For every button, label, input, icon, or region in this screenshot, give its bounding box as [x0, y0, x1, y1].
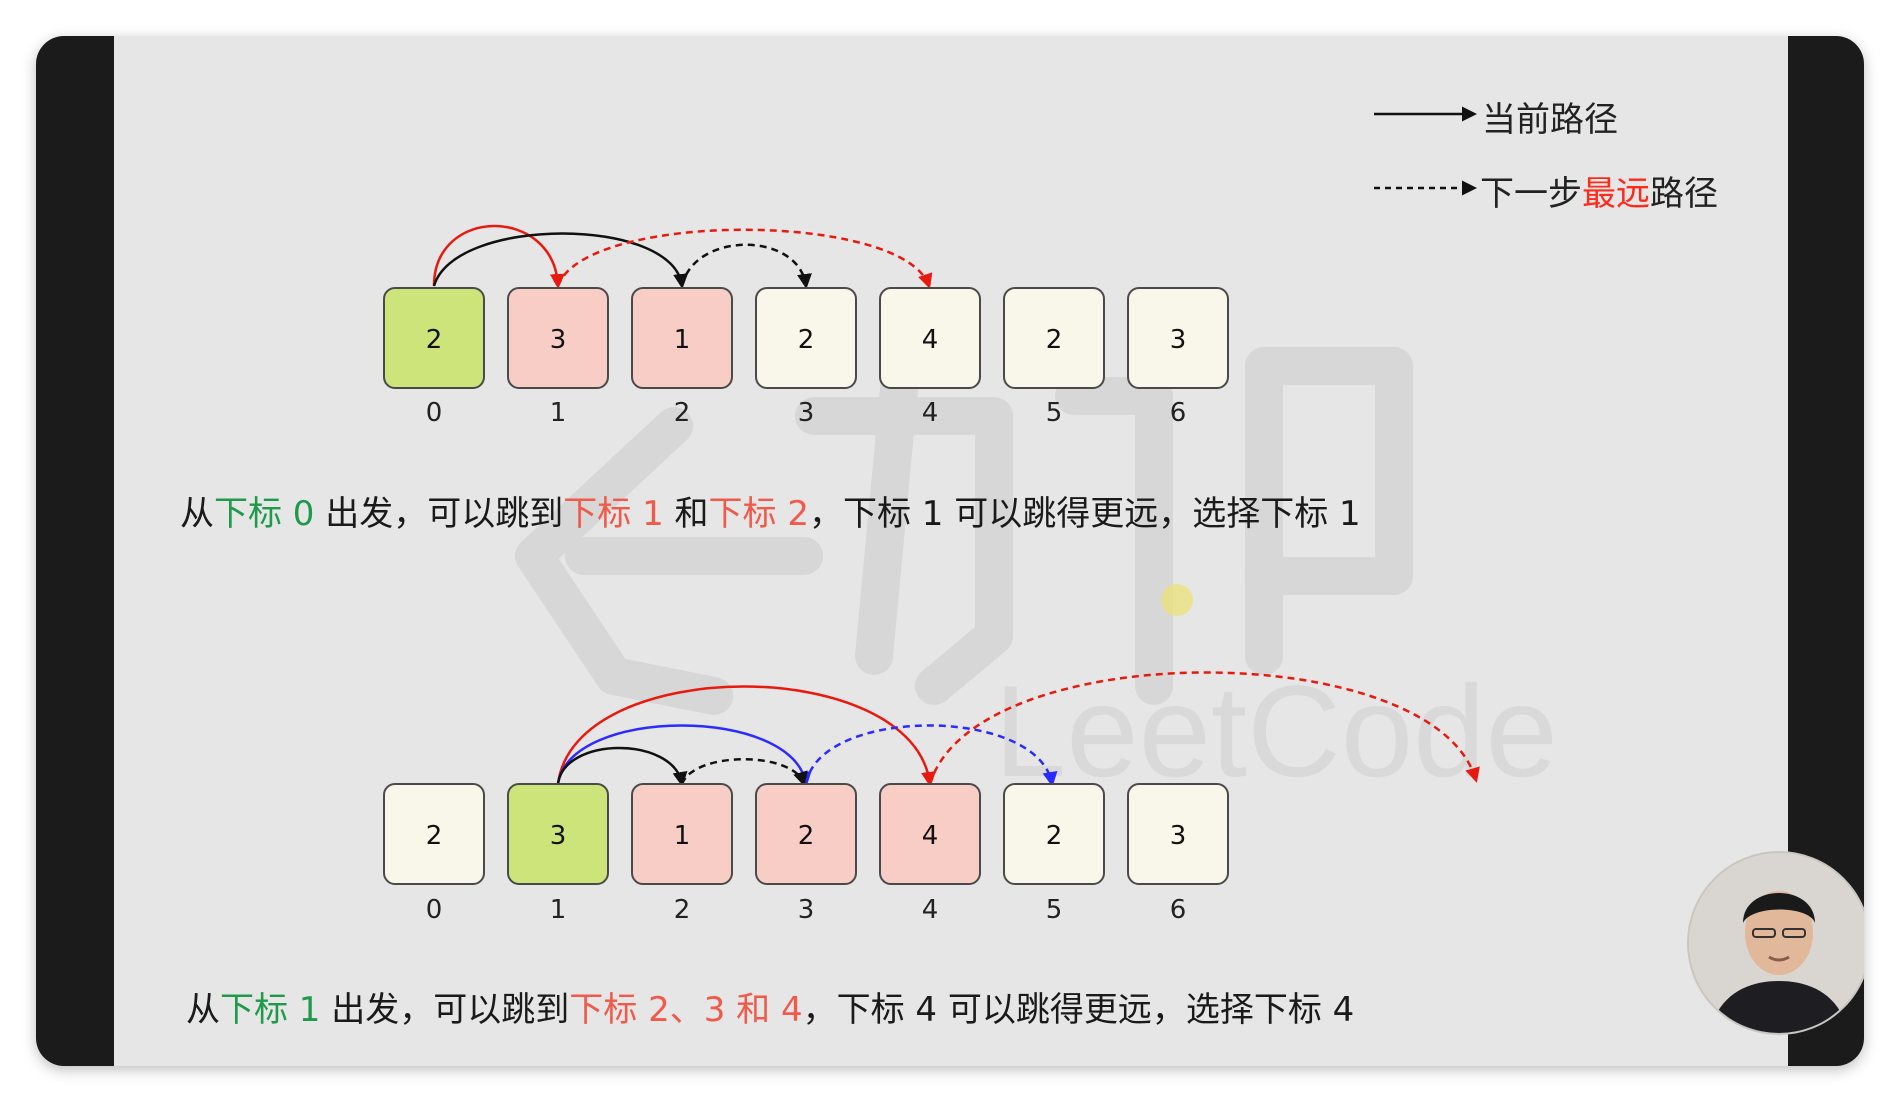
bottom-index: 0	[426, 895, 443, 925]
top-cell: 25	[1003, 287, 1105, 428]
top-index: 0	[426, 398, 443, 428]
top-array: 20 31 12 23 44 25 36	[383, 287, 1229, 428]
top-value: 2	[1046, 325, 1063, 355]
top-box	[1127, 287, 1229, 389]
video-window: LeetCode	[36, 36, 1864, 1066]
presenter-avatar	[1687, 851, 1864, 1035]
top-cell: 36	[1127, 287, 1229, 428]
legend-next-prefix: 下一步	[1480, 174, 1582, 214]
bottom-box	[1003, 783, 1105, 885]
bottom-value: 2	[1046, 821, 1063, 851]
top-value: 3	[1170, 325, 1187, 355]
top-dashed-2-to-3	[680, 243, 812, 289]
bottom-value: 1	[674, 821, 691, 851]
bottom-value: 2	[426, 821, 443, 851]
top-value: 2	[798, 325, 815, 355]
bottom-box	[507, 783, 609, 885]
caption-text: 从	[186, 990, 220, 1030]
bottom-box	[383, 783, 485, 885]
bottom-index: 2	[674, 895, 691, 925]
top-cell: 31	[507, 287, 609, 428]
caption-start-index: 下标 1	[220, 990, 321, 1030]
top-box	[631, 287, 733, 389]
top-value: 2	[426, 325, 443, 355]
bottom-value: 3	[550, 821, 567, 851]
bottom-cell: 36	[1127, 783, 1229, 925]
bottom-box	[1127, 783, 1229, 885]
bottom-cell: 20	[383, 783, 485, 925]
top-value: 4	[922, 325, 939, 355]
bottom-index: 5	[1046, 895, 1063, 925]
caption-start-index: 下标 0	[214, 494, 315, 534]
bottom-dashed-3-to-5	[804, 724, 1058, 787]
jump-diagram: 20 31 12 23 44 25 36 20 31 12 23 44 25 3…	[383, 106, 1480, 925]
presenter-silhouette-icon	[1689, 853, 1864, 1033]
bottom-index: 6	[1170, 895, 1187, 925]
top-arrow-0-to-1	[432, 224, 565, 289]
bottom-value: 2	[798, 821, 815, 851]
caption-target-index: 下标 2	[708, 494, 809, 534]
top-arrow-0-to-2	[432, 232, 689, 289]
top-dashed-1-to-4	[556, 228, 933, 289]
top-index: 4	[922, 398, 939, 428]
bottom-box	[879, 783, 981, 885]
bottom-index: 4	[922, 895, 939, 925]
bottom-arrow-1-to-3	[556, 724, 812, 787]
caption-text: ，下标 1 可以跳得更远，选择下标 1	[808, 494, 1361, 534]
top-value: 1	[674, 325, 691, 355]
top-cell: 20	[383, 287, 485, 428]
caption-text: 出发，可以跳到	[320, 990, 570, 1030]
top-cell: 12	[631, 287, 733, 428]
leetcode-watermark: LeetCode	[515, 317, 1558, 804]
top-cell: 44	[879, 287, 981, 428]
top-box	[755, 287, 857, 389]
bottom-arrow-1-to-2	[556, 746, 688, 787]
top-box	[879, 287, 981, 389]
bottom-index: 1	[550, 895, 567, 925]
caption-target-index: 下标 2、3 和 4	[569, 990, 803, 1030]
bottom-dashed-4-beyond	[928, 671, 1480, 785]
bottom-array: 20 31 12 23 44 25 36	[383, 783, 1229, 925]
bottom-box	[631, 783, 733, 885]
bottom-cell: 12	[631, 783, 733, 925]
bottom-arrow-1-to-4	[556, 685, 936, 787]
cursor-highlight	[1161, 584, 1193, 616]
legend-next-far-label: 下一步最远路径	[1480, 166, 1718, 215]
bottom-cell: 23	[755, 783, 857, 925]
legend-next-highlight: 最远	[1582, 174, 1650, 214]
caption-text: 和	[663, 494, 709, 534]
watermark-text: LeetCode	[994, 658, 1558, 804]
legend-next-suffix: 路径	[1650, 174, 1718, 214]
caption-text: ，下标 4 可以跳得更远，选择下标 4	[802, 990, 1355, 1030]
slide: LeetCode	[114, 36, 1864, 1066]
top-index: 6	[1170, 398, 1187, 428]
caption-text: 出发，可以跳到	[314, 494, 564, 534]
bottom-index: 3	[798, 895, 815, 925]
top-box	[383, 287, 485, 389]
bottom-value: 4	[922, 821, 939, 851]
bottom-value: 3	[1170, 821, 1187, 851]
top-index: 3	[798, 398, 815, 428]
legend-current-path-label: 当前路径	[1482, 100, 1618, 140]
bottom-box	[755, 783, 857, 885]
bottom-cell: 31	[507, 783, 609, 925]
top-index: 2	[674, 398, 691, 428]
caption-top: 从下标 0 出发，可以跳到下标 1 和下标 2，下标 1 可以跳得更远，选择下标…	[180, 486, 1361, 535]
top-box	[1003, 287, 1105, 389]
bottom-dashed-2-to-3	[680, 758, 808, 787]
bottom-cell: 44	[879, 783, 981, 925]
caption-text: 从	[180, 494, 214, 534]
caption-bottom: 从下标 1 出发，可以跳到下标 2、3 和 4，下标 4 可以跳得更远，选择下标…	[186, 982, 1354, 1031]
top-cell: 23	[755, 287, 857, 428]
top-index: 1	[550, 398, 567, 428]
top-index: 5	[1046, 398, 1063, 428]
top-value: 3	[550, 325, 567, 355]
bottom-cell: 25	[1003, 783, 1105, 925]
caption-target-index: 下标 1	[563, 494, 664, 534]
top-box	[507, 287, 609, 389]
